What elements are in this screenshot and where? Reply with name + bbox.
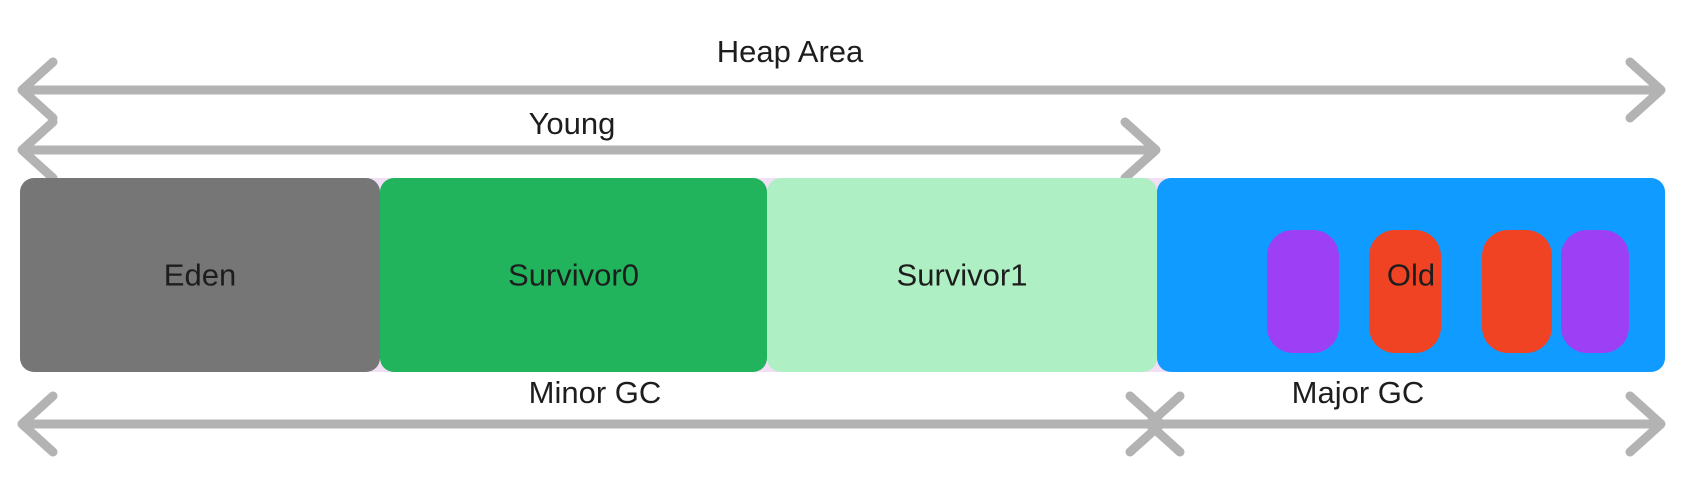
generation-label-eden: Eden	[163, 257, 237, 293]
major-gc-arrowhead-left	[1144, 391, 1185, 457]
generation-label-survivor0: Survivor0	[508, 257, 639, 293]
minor-gc-label: Minor GC	[528, 375, 662, 410]
minor-gc-arrowhead-right	[1125, 391, 1166, 457]
heap-area-arrow	[17, 57, 1666, 123]
old-object-pill-2	[1369, 230, 1441, 353]
generation-label-survivor1: Survivor1	[896, 257, 1028, 293]
young-arrowhead-left	[17, 117, 58, 183]
generation-box-old[interactable]: Old	[1157, 178, 1665, 372]
old-object-pill-1	[1267, 230, 1339, 353]
young-arrowhead-right	[1120, 117, 1161, 183]
young-label: Young	[528, 106, 616, 141]
minor-gc-arrowhead-left	[17, 391, 58, 457]
old-object-pill-3	[1482, 230, 1552, 353]
heap-area-arrowhead-left	[17, 57, 58, 123]
major-gc-arrowhead-right	[1625, 391, 1666, 457]
major-gc-label: Major GC	[1291, 375, 1425, 410]
generation-box-eden[interactable]: Eden	[20, 178, 380, 372]
heap-area-arrowhead-right	[1625, 57, 1666, 123]
old-object-pill-4	[1561, 230, 1629, 353]
generation-box-survivor1[interactable]: Survivor1	[767, 178, 1157, 372]
heap-area-label: Heap Area	[716, 34, 864, 69]
generation-box-survivor0[interactable]: Survivor0	[380, 178, 767, 372]
generation-row: Eden Survivor0 Survivor1 Old	[20, 178, 1665, 372]
generation-label-old: Old	[1386, 257, 1436, 293]
